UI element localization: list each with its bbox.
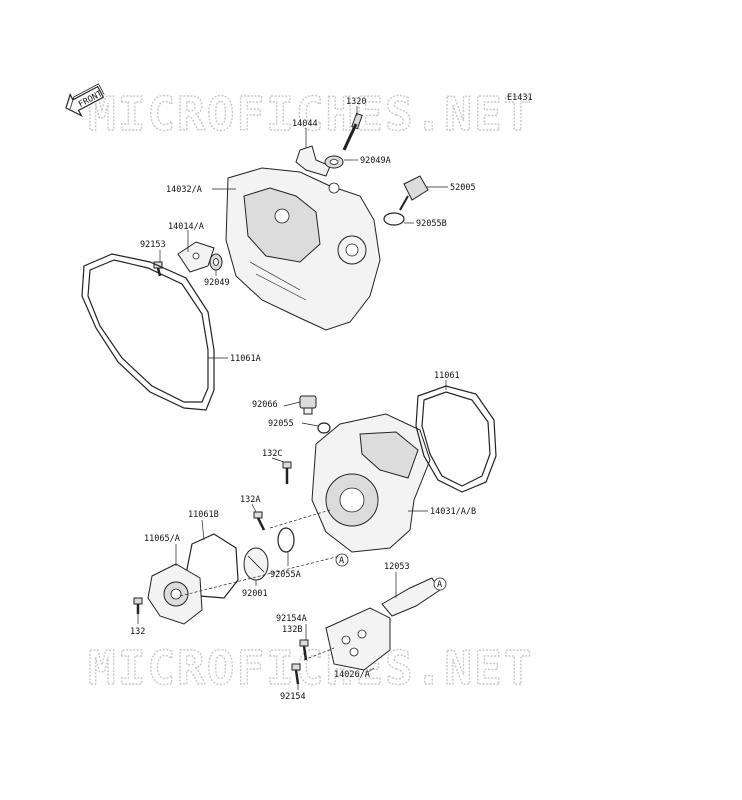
bolt-132C-icon (282, 461, 292, 484)
watermark-top: MICROFICHES.NET (88, 87, 533, 141)
label-92049A: 92049A (360, 156, 391, 166)
label-132C: 132C (262, 449, 282, 459)
label-1320: 1320 (346, 97, 366, 107)
label-14031: 14031/A/B (430, 507, 476, 517)
ref-circle-a2: A (433, 577, 447, 591)
label-14032A: 14032/A (166, 185, 202, 195)
label-92001: 92001 (242, 589, 268, 599)
bolt-132-icon (133, 597, 143, 614)
label-92055: 92055 (268, 419, 294, 429)
label-11065A: 11065/A (144, 534, 180, 544)
label-92066: 92066 (252, 400, 278, 410)
label-132B: 132B (282, 625, 302, 635)
label-14044: 14044 (292, 119, 318, 129)
oring-92055B-icon (383, 212, 405, 226)
cover-14032A-icon (225, 167, 381, 331)
ref-circle-a1: A (335, 553, 349, 567)
label-14014A: 14014/A (168, 222, 204, 232)
bracket-12053-icon (381, 577, 441, 617)
label-92154A: 92154A (276, 614, 307, 624)
label-11061B: 11061B (188, 510, 219, 520)
bracket-14026A-icon (325, 607, 391, 671)
cover-14031-icon (311, 413, 431, 553)
label-52005: 52005 (450, 183, 476, 193)
bolt-92154A-icon (299, 639, 309, 661)
label-92049: 92049 (204, 278, 230, 288)
diagram-code: E1431 (507, 93, 533, 103)
label-132: 132 (130, 627, 145, 637)
label-92055A: 92055A (270, 570, 301, 580)
label-11061: 11061 (434, 371, 460, 381)
seal-92049A-icon (324, 155, 344, 169)
gasket-11061A-icon (81, 253, 215, 411)
svg-text:A: A (339, 556, 344, 566)
label-92055B: 92055B (416, 219, 447, 229)
label-11061A: 11061A (230, 354, 261, 364)
bolt-92154-icon (291, 663, 301, 685)
plug-92066-icon (299, 395, 317, 415)
label-14026A: 14026/A (334, 670, 370, 680)
cover-11065A-icon (147, 563, 203, 625)
label-12053: 12053 (384, 562, 410, 572)
seal-92049-icon (209, 253, 223, 271)
oring-92055-icon (317, 422, 331, 434)
watermark-bottom: MICROFICHES.NET (88, 641, 533, 695)
svg-text:A: A (437, 580, 442, 590)
label-92154: 92154 (280, 692, 306, 702)
bolt-1320-icon (342, 112, 363, 151)
oring-92055A-icon (277, 527, 295, 553)
bolt-132A-icon (253, 511, 266, 531)
gasket-11061-icon (415, 385, 497, 493)
leader-lines (137, 106, 448, 690)
cap-52005-icon (399, 175, 429, 211)
label-132A: 132A (240, 495, 260, 505)
plate-14014A-icon (177, 241, 215, 273)
label-92153: 92153 (140, 240, 166, 250)
bracket-14044-icon (295, 145, 331, 177)
